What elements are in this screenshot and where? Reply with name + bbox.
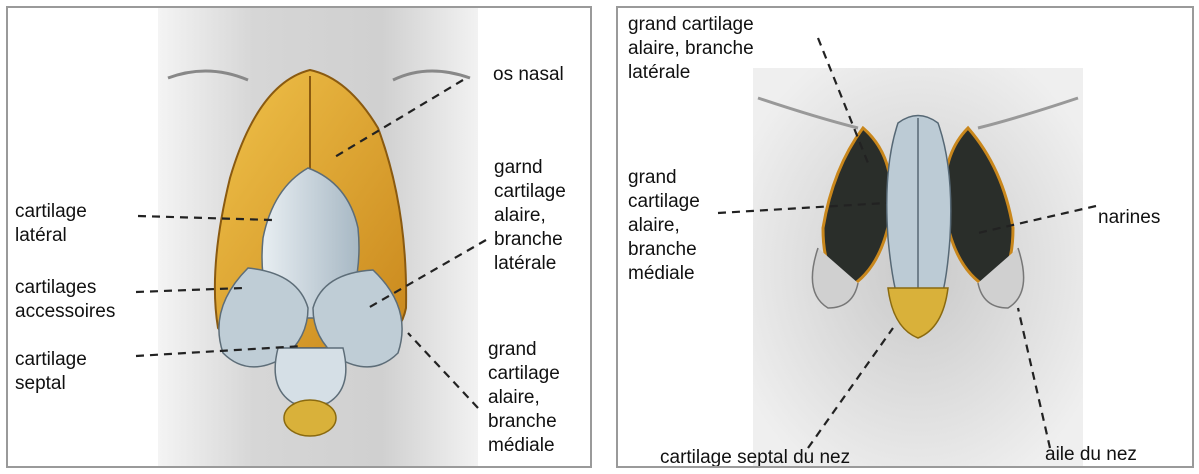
label-grand-cartilage-medial: grand cartilage alaire, branche médiale (488, 338, 560, 458)
label-os-nasal: os nasal (493, 63, 564, 87)
right-diagram-panel: grand cartilage alaire, branche latérale… (616, 6, 1194, 468)
label-grand-cartilage-medial: grand cartilage alaire, branche médiale (628, 166, 700, 286)
label-cartilage-lateral: cartilage latéral (15, 200, 87, 248)
label-grand-cartilage-lateral: garnd cartilage alaire, branche latérale (494, 156, 566, 276)
label-narines: narines (1098, 206, 1160, 230)
left-diagram-panel: os nasal cartilage latéral cartilages ac… (6, 6, 592, 468)
label-cartilages-accessoires: cartilages accessoires (15, 276, 115, 324)
label-grand-cartilage-lateral: grand cartilage alaire, branche latérale (628, 13, 754, 85)
nose-tip (275, 348, 346, 406)
label-aile-du-nez: aile du nez (1045, 443, 1137, 467)
label-cartilage-septal-du-nez: cartilage septal du nez (660, 446, 850, 468)
medial-crura (887, 116, 951, 314)
label-cartilage-septal: cartilage septal (15, 348, 87, 396)
septal-base (284, 400, 336, 436)
